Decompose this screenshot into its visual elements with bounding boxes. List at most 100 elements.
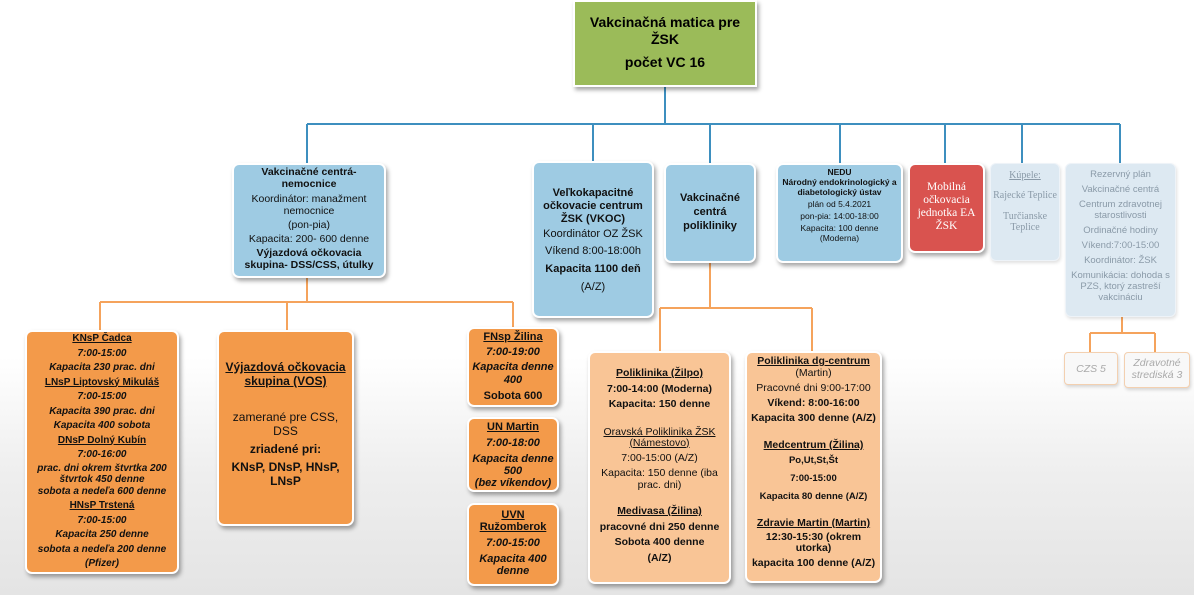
- strediska-label: Zdravotné strediská 3: [1131, 357, 1183, 381]
- hospital-trstena-weekend: sobota a nedeľa 200 denne: [37, 543, 167, 555]
- node-kupele: Kúpele: Rajecké Teplice Turčianske Tepli…: [990, 163, 1060, 261]
- node-poli-left: Poliklinika (Žilpo) 7:00-14:00 (Moderna)…: [588, 351, 731, 584]
- zilpo-hours: 7:00-14:00 (Moderna): [606, 382, 713, 395]
- vkoc-vaccine: (A/Z): [580, 281, 606, 293]
- hospital-dk-weekdays: prac. dni okrem štvrtka 200 štvrtok 450 …: [37, 462, 167, 485]
- hospital-dk-weekend: sobota a nedeľa 600 denne: [37, 485, 167, 497]
- hospital-trstena-vaccine: (Pfizer): [85, 558, 119, 569]
- vkoc-title: Veľkokapacitné očkovacie centrum ŽSK (VK…: [543, 187, 643, 225]
- fnsp-saturday: Sobota 600: [483, 390, 543, 402]
- medcentrum-capacity: Kapacita 80 denne (A/Z): [759, 491, 868, 502]
- zdravie-name: Zdravie Martin (Martin): [756, 517, 871, 529]
- nedu-fullname: Národný endokrinologický a diabetologick…: [782, 177, 897, 197]
- vkoc-capacity: Kapacita 1100 deň: [545, 263, 641, 275]
- node-mobilna: Mobilná očkovacia jednotka EA ŽSK: [908, 163, 985, 253]
- hospital-dk-hours: 7:00-16:00: [77, 449, 127, 460]
- fnsp-name: FNsp Žilina: [483, 331, 543, 343]
- uvn-name: UVN Ružomberok: [479, 509, 547, 533]
- kupele-title: Kúpele:: [1009, 170, 1041, 181]
- root-node: Vakcinačná matica pre ŽSK počet VC 16: [573, 0, 757, 87]
- rezervny-koordinator: Koordinátor: ŽSK: [1084, 255, 1157, 266]
- vos-title: Výjazdová očkovacia skupina (VOS): [225, 360, 346, 388]
- unmartin-note: (bez víkendov): [474, 477, 552, 489]
- nemocnice-capacity: Kapacita: 200- 600 denne: [248, 233, 370, 245]
- rezervny-vikend: Víkend:7:00-15:00: [1081, 240, 1160, 251]
- node-nemocnice: Vakcinačné centrá-nemocnice Koordinátor:…: [232, 163, 386, 278]
- uvn-capacity: Kapacita 400 denne: [479, 553, 547, 577]
- node-poli-right: Poliklinika dg-centrum (Martin) Pracovné…: [745, 351, 882, 583]
- dgcentrum-weekdays: Pracovné dni 9:00-17:00: [756, 382, 871, 394]
- hospital-dk-name: DNsP Dolný Kubín: [57, 434, 147, 446]
- nedu-hours: pon-pia: 14:00-18:00: [800, 211, 879, 221]
- rezervny-centra: Vakcinačné centrá: [1081, 184, 1160, 195]
- node-uvn: UVN Ružomberok 7:00-15:00 Kapacita 400 d…: [467, 503, 559, 586]
- hospital-trstena-name: HNsP Trstená: [69, 500, 135, 511]
- rezervny-komunikacia: Komunikácia: dohoda s PZS, ktorý zastreš…: [1071, 270, 1170, 303]
- hospital-trstena-hours: 7:00-15:00: [77, 514, 127, 526]
- dgcentrum-weekend: Víkend: 8:00-16:00: [767, 397, 860, 409]
- hospital-cadca-capacity: Kapacita 230 prac. dni: [49, 362, 155, 373]
- zdravie-capacity: kapacita 100 denne (A/Z): [751, 557, 876, 569]
- dgcentrum-name: Poliklinika dg-centrum: [757, 355, 870, 367]
- nedu-capacity: Kapacita: 100 denne (Moderna): [800, 223, 879, 243]
- dgcentrum-city: (Martin): [795, 367, 832, 379]
- mobilna-label: Mobilná očkovacia jednotka EA ŽSK: [917, 181, 976, 232]
- rezervny-czs: Centrum zdravotnej starostlivosti: [1079, 199, 1162, 221]
- medcentrum-name: Medcentrum (Žilina): [763, 439, 864, 451]
- hospital-cadca-name: KNsP Čadca: [72, 333, 132, 344]
- vkoc-koordinator: Koordinátor OZ ŽSK: [543, 228, 643, 240]
- vos-target: zamerané pre CSS, DSS: [232, 410, 339, 438]
- unmartin-capacity: Kapacita denne 500: [472, 453, 554, 477]
- hospital-lm-name: LNsP Liptovský Mikuláš: [44, 376, 160, 388]
- oravska-name: Oravská Poliklinika ŽSK (Námestovo): [603, 425, 716, 449]
- nemocnice-title: Vakcinačné centrá-nemocnice: [261, 166, 357, 190]
- blue-connectors: [306, 87, 1121, 164]
- medcentrum-days: Po,Ut,St,Št: [788, 455, 839, 466]
- kupele-turcianske: Turčianske Teplice: [1002, 211, 1048, 233]
- nedu-title: NEDU: [827, 167, 852, 177]
- node-vkoc: Veľkokapacitné očkovacie centrum ŽSK (VK…: [532, 161, 654, 318]
- medcentrum-hours: 7:00-15:00: [790, 473, 837, 484]
- medivasa-weekdays: pracovné dni 250 denne: [599, 520, 720, 533]
- fnsp-hours: 7:00-19:00: [486, 346, 540, 358]
- oravska-capacity: Kapacita: 150 denne (iba prac. dni): [601, 467, 718, 491]
- node-rezervny: Rezervný plán Vakcinačné centrá Centrum …: [1065, 163, 1176, 317]
- node-strediska: Zdravotné strediská 3: [1124, 352, 1190, 388]
- vos-established: zriadené pri:: [249, 442, 322, 456]
- medivasa-vaccine: (A/Z): [647, 551, 672, 564]
- nemocnice-days: (pon-pia): [287, 219, 331, 231]
- zilpo-capacity: Kapacita: 150 denne: [608, 398, 711, 410]
- hospital-lm-saturday: Kapacita 400 sobota: [53, 420, 151, 431]
- hospital-trstena-capacity: Kapacita 250 denne: [55, 529, 149, 540]
- nedu-plan: plán od 5.4.2021: [807, 199, 872, 209]
- node-unmartin: UN Martin 7:00-18:00 Kapacita denne 500 …: [467, 417, 559, 492]
- kupele-rajecke: Rajecké Teplice: [993, 190, 1057, 201]
- vkoc-vikend: Víkend 8:00-18:00h: [544, 245, 642, 257]
- nemocnice-koordinator: Koordinátor: manažment nemocnice: [251, 193, 367, 217]
- unmartin-name: UN Martin: [487, 421, 539, 433]
- root-title: Vakcinačná matica pre ŽSK: [589, 14, 741, 47]
- zdravie-hours: 12:30-15:30 (okrem utorka): [765, 531, 862, 554]
- node-czs5: CZS 5: [1064, 352, 1118, 385]
- root-subtitle: počet VC 16: [624, 54, 706, 70]
- nemocnice-vos: Výjazdová očkovacia skupina- DSS/CSS, út…: [244, 247, 374, 271]
- rezervny-title: Rezervný plán: [1090, 169, 1151, 180]
- hospital-cadca-hours: 7:00-15:00: [77, 347, 127, 359]
- rezervny-hodiny: Ordinačné hodiny: [1083, 225, 1158, 236]
- hospital-lm-hours: 7:00-15:00: [77, 391, 127, 402]
- polikliniky-title: Vakcinačné centrá polikliniky: [680, 192, 740, 232]
- fnsp-capacity: Kapacita denne 400: [472, 361, 554, 386]
- node-fnsp: FNsp Žilina 7:00-19:00 Kapacita denne 40…: [467, 327, 559, 407]
- czs5-label: CZS 5: [1076, 363, 1106, 375]
- dgcentrum-capacity: Kapacita 300 denne (A/Z): [751, 412, 876, 424]
- unmartin-hours: 7:00-18:00: [486, 437, 540, 449]
- oravska-hours: 7:00-15:00 (A/Z): [621, 451, 698, 464]
- node-hospitals-list: KNsP Čadca 7:00-15:00 Kapacita 230 prac.…: [25, 330, 179, 574]
- node-nedu: NEDU Národný endokrinologický a diabetol…: [776, 163, 903, 263]
- medivasa-name: Medivasa (Žilina): [617, 505, 702, 517]
- hospital-lm-capacity: Kapacita 390 prac. dni: [49, 405, 155, 417]
- orange-connectors: [99, 262, 1156, 352]
- vos-hospitals: KNsP, DNsP, HNsP, LNsP: [231, 460, 340, 488]
- zilpo-name: Poliklinika (Žilpo): [616, 367, 703, 379]
